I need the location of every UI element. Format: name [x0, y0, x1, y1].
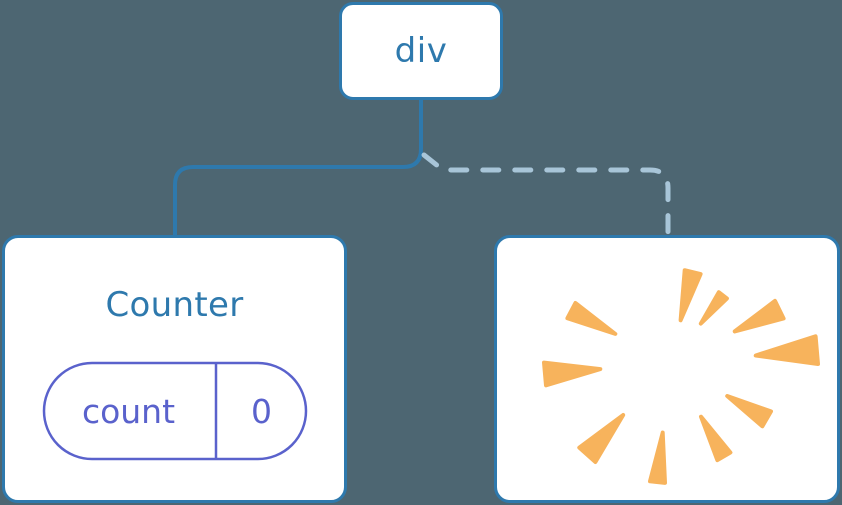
state-pill-count[interactable]: count 0: [42, 361, 308, 461]
state-pill-value: 0: [251, 391, 272, 431]
node-root-label: div: [394, 31, 448, 71]
sparkle-ray-0: [678, 268, 703, 323]
sparkle-ray-7: [577, 413, 626, 464]
sparkle-ray-5: [699, 414, 733, 463]
state-pill-key: count: [81, 391, 176, 431]
node-root-div[interactable]: div: [339, 2, 503, 100]
edge-root-to-counter: [173, 100, 423, 236]
edge-root-to-rerender: [421, 152, 671, 239]
node-counter[interactable]: Counter count 0: [2, 235, 347, 503]
state-pill-shape: [42, 361, 307, 461]
sparkle-ray-6: [648, 430, 667, 485]
sparkle-ray-1: [698, 290, 729, 326]
sparkle-ray-3: [753, 334, 820, 366]
sparkle-burst-icon: [542, 268, 820, 485]
sparkle-ray-8: [542, 360, 603, 388]
node-counter-title: Counter: [105, 285, 244, 325]
sparkle-ray-2: [732, 298, 786, 334]
sparkle-ray-9: [565, 301, 618, 336]
node-rerender[interactable]: [494, 235, 840, 503]
sparkle-ray-4: [725, 394, 773, 429]
